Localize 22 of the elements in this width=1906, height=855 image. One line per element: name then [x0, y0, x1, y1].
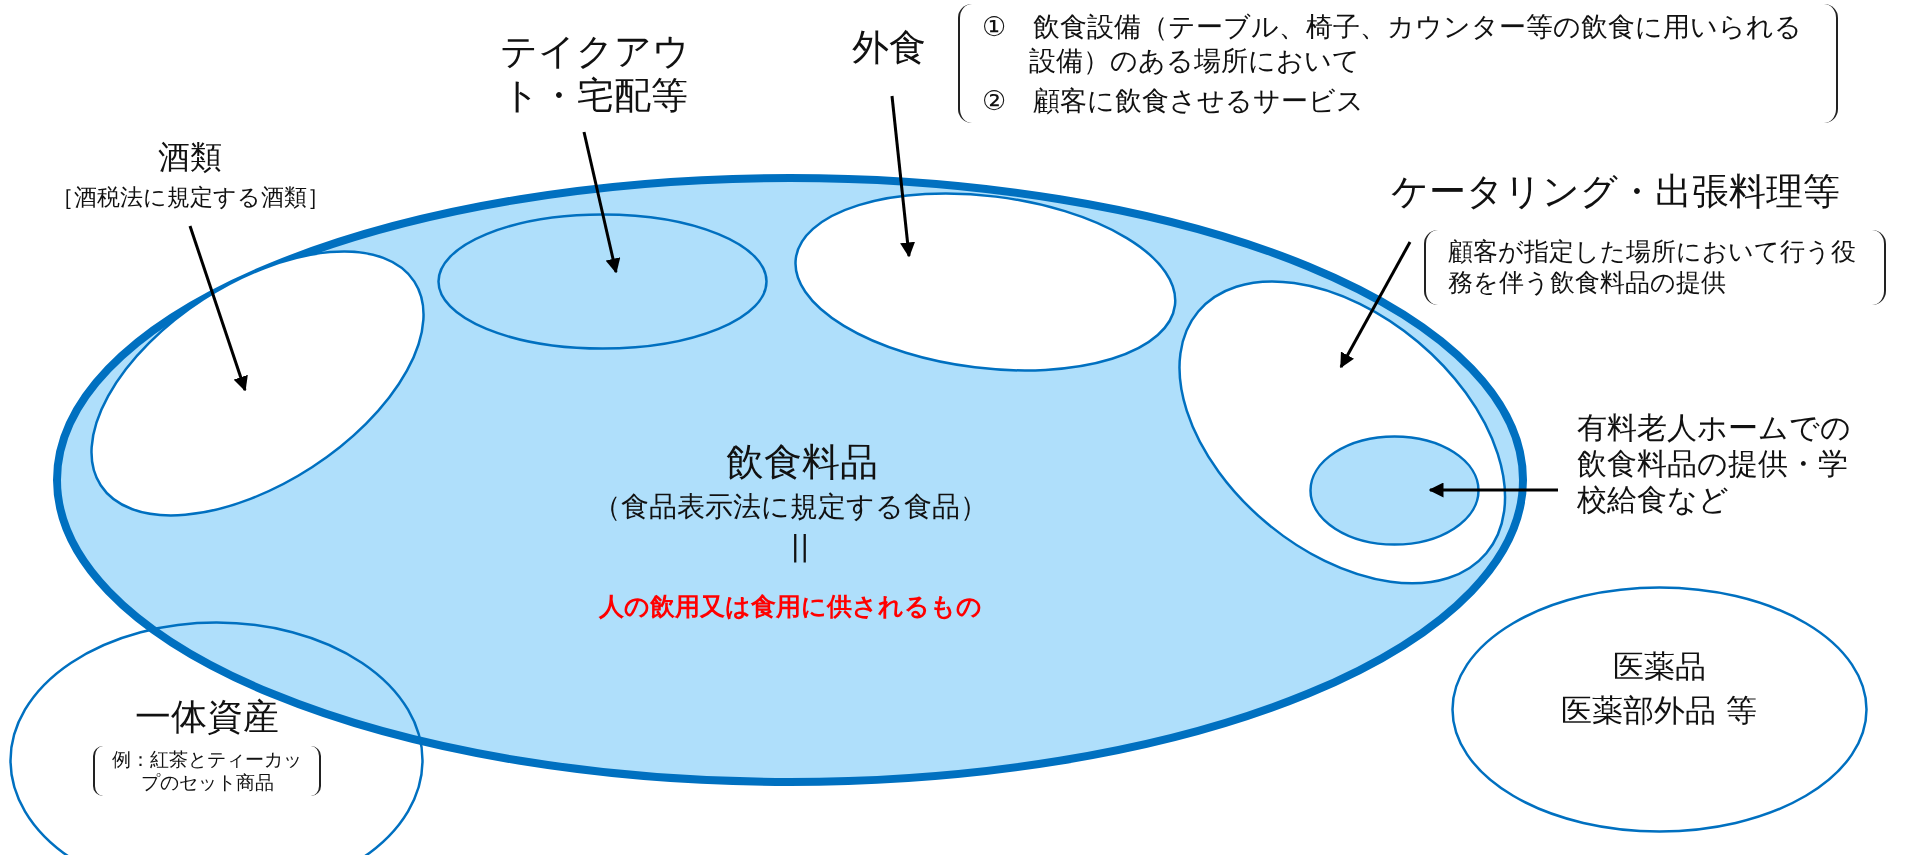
caption-text: （食品表示法に規定する食品） — [592, 490, 988, 524]
arrow — [582, 131, 621, 274]
note-text: ① 飲食設備（テーブル、椅子、カウンター等の飲食に用いられる設備）のある場所において — [982, 10, 1804, 78]
example-note: 例：紅茶とティーカップのセット商品 — [93, 746, 321, 796]
caption-text: 人の飲用又は食用に供されるもの — [598, 592, 982, 622]
arrow — [1339, 241, 1412, 369]
label-text: 酒類 — [158, 138, 222, 177]
caption-text: 医薬部外品 等 — [1561, 692, 1757, 730]
note-text: ② 顧客に飲食させるサービス — [982, 83, 1366, 118]
label-text: 外食 — [852, 26, 926, 71]
title-text: 一体資産 — [135, 695, 279, 739]
title-text: 飲食料品 — [726, 440, 878, 486]
arrow — [890, 95, 916, 258]
arrow — [188, 225, 248, 392]
label-text: ［酒税法に規定する酒類］ — [50, 184, 330, 212]
note-text: 顧客が指定した場所において行う役務を伴う飲食料品の提供 — [1424, 230, 1886, 305]
equals-sign: || — [790, 530, 810, 564]
label-text: 有料老人ホームでの飲食料品の提供・学校給食など — [1577, 410, 1852, 518]
label-text: ケータリング・出張料理等 — [1390, 170, 1840, 215]
label-text: テイクアウト・宅配等 — [499, 30, 691, 119]
arrow — [1428, 482, 1558, 498]
title-text: 医薬品 — [1612, 648, 1706, 686]
